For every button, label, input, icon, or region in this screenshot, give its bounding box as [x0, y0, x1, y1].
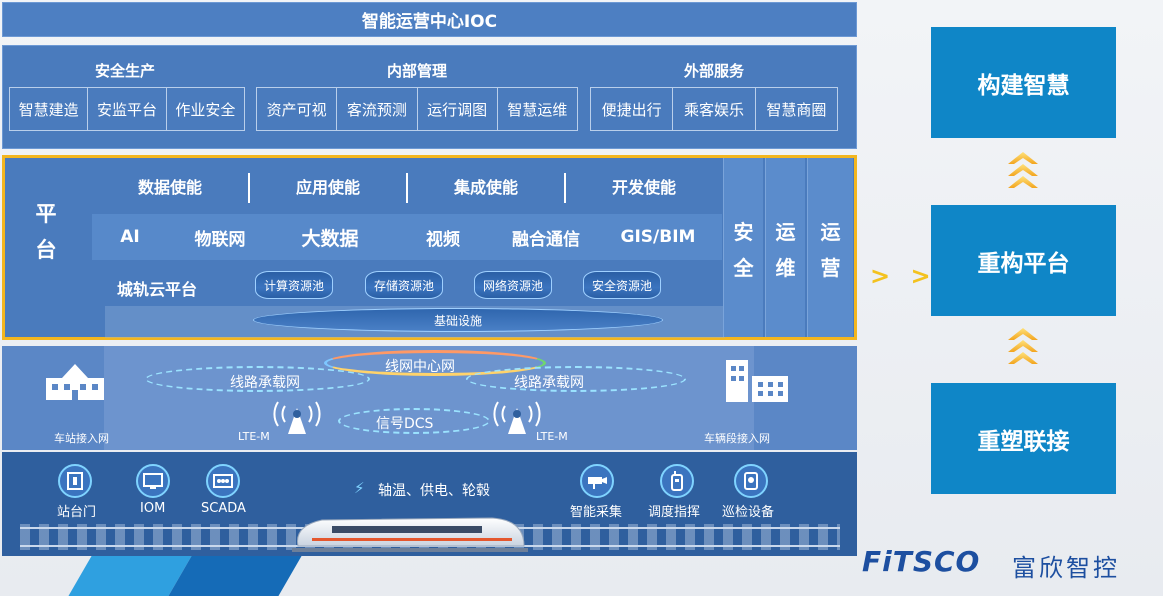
platform-label-char: 台: [35, 238, 57, 262]
tech-item[interactable]: 视频: [426, 229, 460, 250]
side-column-char: 全: [733, 256, 754, 280]
app-item[interactable]: 便捷出行: [591, 88, 674, 130]
platform-label: 平 台: [31, 196, 61, 268]
platform-door-icon[interactable]: [58, 464, 92, 498]
tech-item[interactable]: GIS/BIM: [620, 227, 696, 247]
app-group-safety: 智慧建造 安监平台 作业安全: [9, 87, 245, 131]
lightning-icon: ⚡: [354, 479, 365, 497]
app-item[interactable]: 智慧商圈: [766, 100, 827, 119]
tech-item[interactable]: 大数据: [301, 227, 359, 250]
resource-pool[interactable]: 安全资源池: [583, 271, 661, 299]
side-column-maintenance[interactable]: 运 维: [765, 158, 805, 337]
device-label: IOM: [140, 501, 166, 516]
side-column-char: 营: [820, 256, 841, 280]
app-item[interactable]: 智慧建造: [10, 88, 89, 130]
center-network-label[interactable]: 线网中心网: [385, 359, 455, 375]
company-logo-name: 富欣智控: [1012, 554, 1120, 582]
device-label: 站台门: [57, 505, 97, 520]
enablement-item[interactable]: 数据使能: [92, 173, 250, 203]
tech-item[interactable]: AI: [120, 227, 140, 247]
enablement-item[interactable]: 应用使能: [250, 173, 408, 203]
depot-access-label: 车辆段接入网: [704, 432, 770, 445]
decor-stripe: [168, 556, 302, 596]
app-item[interactable]: 安监平台: [88, 88, 167, 130]
line-network-ring-right: [466, 366, 686, 392]
app-group-internal: 资产可视 客流预测 运行调图 智慧运维: [256, 87, 578, 131]
enablement-row: 数据使能 应用使能 集成使能 开发使能: [92, 164, 722, 212]
chevron-up-icon: [1008, 152, 1038, 188]
chevron-up-icon: [1008, 328, 1038, 364]
resource-pool[interactable]: 存储资源池: [365, 271, 443, 299]
depot-building-icon: [726, 360, 788, 402]
technology-row: AI 物联网 大数据 视频 融合通信 GIS/BIM: [92, 214, 722, 260]
ioc-title: 智能运营中心IOC: [361, 12, 498, 32]
side-column-char: 维: [775, 256, 796, 280]
group-title-internal: 内部管理: [386, 62, 447, 80]
line-network-label-left[interactable]: 线路承载网: [230, 375, 300, 391]
right-arrows: > >: [870, 262, 937, 290]
resource-pool[interactable]: 计算资源池: [255, 271, 333, 299]
ioc-title-bar: 智能运营中心IOC: [2, 2, 857, 37]
flow-box-rebuild-platform[interactable]: 重构平台: [931, 205, 1116, 316]
app-item[interactable]: 智慧运维: [507, 100, 568, 119]
platform-label-char: 平: [35, 202, 57, 226]
station-building-icon: [46, 364, 104, 400]
line-network-label-right[interactable]: 线路承载网: [514, 375, 584, 391]
cloud-platform-label: 城轨云平台: [117, 280, 198, 299]
group-title-external: 外部服务: [683, 62, 744, 80]
device-label: 巡检设备: [722, 505, 775, 520]
side-column-char: 运: [775, 220, 796, 244]
app-item[interactable]: 作业安全: [175, 100, 236, 119]
platform-layer: 平 台 数据使能 应用使能 集成使能 开发使能 AI 物联网 大数据 视频 融合…: [2, 155, 857, 340]
antenna-icon: [493, 401, 541, 434]
camera-icon[interactable]: [580, 464, 614, 498]
lte-label-right: LTE-M: [536, 430, 568, 443]
tech-item[interactable]: 物联网: [194, 229, 246, 250]
resource-pool[interactable]: 网络资源池: [474, 271, 552, 299]
enablement-item[interactable]: 开发使能: [611, 178, 676, 197]
app-item[interactable]: 资产可视: [257, 88, 338, 130]
device-label: 智能采集: [570, 505, 623, 520]
signal-label[interactable]: 信号DCS: [376, 416, 434, 432]
monitor-icon[interactable]: [136, 464, 170, 498]
device-label: SCADA: [201, 501, 246, 516]
application-layer: 安全生产 智慧建造 安监平台 作业安全 内部管理 资产可视 客流预测 运行调图 …: [2, 45, 857, 149]
app-item[interactable]: 运行调图: [418, 88, 498, 130]
app-item[interactable]: 乘客娱乐: [673, 88, 756, 130]
station-access-label: 车站接入网: [54, 432, 109, 445]
scada-panel-icon[interactable]: [206, 464, 240, 498]
app-item[interactable]: 客流预测: [337, 88, 418, 130]
signal-ring: [338, 408, 490, 434]
inspection-device-icon[interactable]: [734, 464, 768, 498]
enablement-item[interactable]: 集成使能: [408, 173, 566, 203]
app-group-external: 便捷出行 乘客娱乐 智慧商圈: [590, 87, 838, 131]
sensor-label: 轴温、供电、轮毂: [378, 483, 490, 499]
infrastructure-pill[interactable]: 基础设施: [253, 308, 663, 332]
network-layer: 线网中心网 线路承载网 线路承载网 信号DCS LTE-M LTE-M 车站接入…: [2, 346, 857, 450]
lte-label-left: LTE-M: [238, 430, 270, 443]
train-icon: [292, 517, 528, 552]
line-network-ring-left: [145, 366, 370, 392]
side-column-security[interactable]: 安 全: [723, 158, 763, 337]
center-network-ring: [324, 350, 546, 376]
side-column-operation[interactable]: 运 营: [807, 158, 853, 337]
flow-box-build-intelligence[interactable]: 构建智慧: [931, 27, 1116, 138]
handheld-radio-icon[interactable]: [660, 464, 694, 498]
company-logo-mark: FiTSCO: [862, 545, 981, 578]
flow-box-reshape-connection[interactable]: 重塑联接: [931, 383, 1116, 494]
side-column-char: 安: [733, 220, 754, 244]
side-column-char: 运: [820, 220, 841, 244]
antenna-icon: [273, 401, 321, 434]
device-layer: 站台门 IOM SCADA ⚡ 轴温、供电、轮毂 智能采集 调度指挥 巡检设备: [2, 452, 857, 556]
tech-item[interactable]: 融合通信: [512, 229, 580, 250]
group-title-safety: 安全生产: [94, 62, 155, 80]
device-label: 调度指挥: [648, 505, 701, 520]
